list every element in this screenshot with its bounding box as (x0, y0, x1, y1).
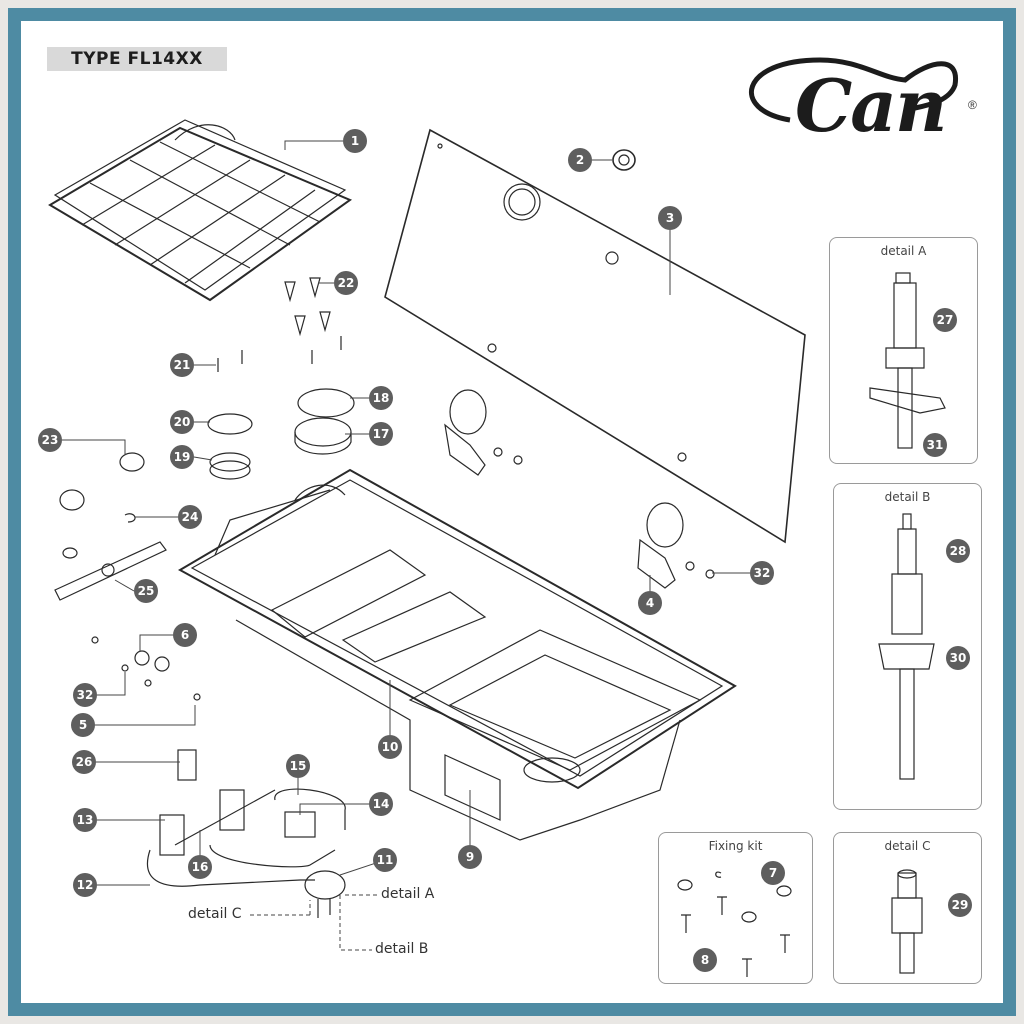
part-callout-29: 29 (948, 893, 972, 917)
detail-b-title: detail B (884, 490, 931, 504)
part-callout-22: 22 (334, 271, 358, 295)
fixing-kit-box: Fixing kit (658, 832, 813, 984)
part-callout-28: 28 (946, 539, 970, 563)
detail-c-reference: detail C (188, 906, 242, 922)
part-callout-26: 26 (72, 750, 96, 774)
part-callout-11: 11 (373, 848, 397, 872)
part-callout-20: 20 (170, 410, 194, 434)
registered-mark: ® (968, 98, 977, 112)
part-callout-21: 21 (170, 353, 194, 377)
detail-b-reference: detail B (375, 941, 429, 957)
part-callout-5: 5 (71, 713, 95, 737)
type-label: TYPE FL14XX (47, 47, 227, 71)
gas-valves-and-pipes (146, 749, 346, 918)
part-callout-16: 16 (188, 855, 212, 879)
part-callout-13: 13 (73, 808, 97, 832)
sink-hob-unit (177, 468, 737, 841)
part-callout-30: 30 (946, 646, 970, 670)
part-callout-12: 12 (73, 873, 97, 897)
thermocouple-part-drawing (869, 272, 946, 449)
part-callout-23: 23 (38, 428, 62, 452)
part-callout-18: 18 (369, 386, 393, 410)
part-callout-6: 6 (173, 623, 197, 647)
hinge (444, 389, 715, 589)
part-callout-14: 14 (369, 792, 393, 816)
fixing-kit-drawing (677, 871, 792, 977)
part-callout-10: 10 (378, 735, 402, 759)
detail-c-title: detail C (884, 839, 931, 853)
part-callout-3: 3 (658, 206, 682, 230)
detail-a-title: detail A (880, 244, 927, 258)
ignition-electrode-drawing (878, 513, 935, 780)
detail-a-box: detail A (829, 237, 978, 464)
burner-parts (54, 277, 355, 701)
detail-a-reference: detail A (381, 886, 435, 902)
part-callout-4: 4 (638, 591, 662, 615)
part-callout-27: 27 (933, 308, 957, 332)
part-callout-15: 15 (286, 754, 310, 778)
part-callout-32: 32 (750, 561, 774, 585)
leader-lines (62, 140, 948, 961)
part-callout-19: 19 (170, 445, 194, 469)
logo-swoosh (748, 57, 958, 123)
part-callout-25: 25 (134, 579, 158, 603)
part-callout-1: 1 (343, 129, 367, 153)
injector-nozzle-drawing (891, 869, 923, 974)
part-callout-31: 31 (923, 433, 947, 457)
part-callout-7: 7 (761, 861, 785, 885)
part-callout-2: 2 (568, 148, 592, 172)
glass-lid (384, 128, 806, 544)
pan-support-grid (48, 119, 353, 302)
part-callout-24: 24 (178, 505, 202, 529)
part-callout-17: 17 (369, 422, 393, 446)
part-callout-9: 9 (458, 845, 482, 869)
fixing-kit-title: Fixing kit (708, 839, 763, 853)
grommet (612, 149, 636, 171)
can-logo: Can (795, 63, 947, 148)
detail-c-box: detail C (833, 832, 982, 984)
part-callout-8: 8 (693, 948, 717, 972)
part-callout-32: 32 (73, 683, 97, 707)
